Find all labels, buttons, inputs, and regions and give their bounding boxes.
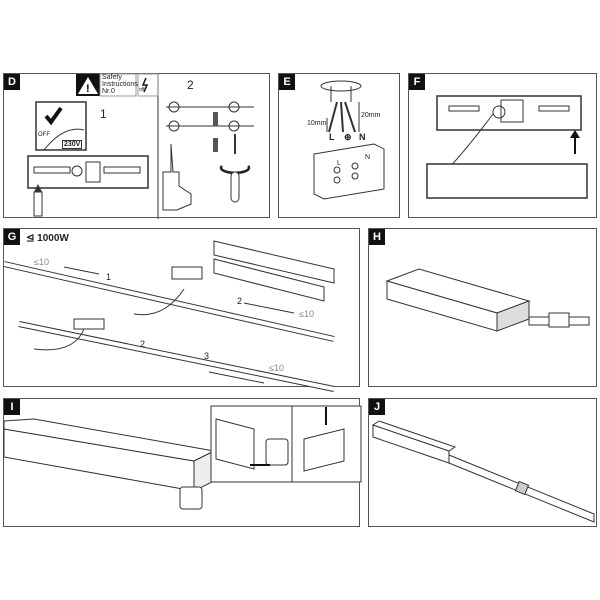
connector-rod-illustration [371, 420, 595, 523]
neutral-label: N [359, 132, 366, 142]
live-label: L [329, 132, 335, 142]
panel-label: G [4, 229, 20, 245]
drill-icon [162, 143, 192, 211]
max-power-value: 1000W [37, 233, 69, 244]
mounting-illustration [426, 95, 588, 199]
off-text: OFF [38, 132, 50, 138]
strip-length-short: 10mm [307, 120, 327, 127]
end-cap-illustration [3, 405, 362, 510]
max-count-1: ≤10 [34, 257, 49, 267]
max-count-2: ≤10 [299, 309, 314, 319]
panel-i: I [3, 398, 362, 527]
step-3: 3 [204, 351, 210, 361]
end-cap [179, 486, 203, 510]
panel-label: J [369, 399, 385, 415]
checkmark-icon [44, 106, 63, 126]
power-off-icon [137, 73, 159, 97]
pencil-icon [33, 191, 43, 217]
max-power: ⊴ 1000W [26, 233, 69, 244]
panel-e: E 10mm 20mm L ⊕ N L N [278, 73, 400, 218]
screwdriver-icon [230, 171, 240, 203]
step-2: 2 [187, 78, 194, 92]
step-2a: 2 [237, 296, 243, 306]
safety-text-1: Safety [102, 74, 122, 81]
panel-f: F [408, 73, 597, 218]
wiring-illustration [313, 80, 385, 200]
earth-icon: ⊕ [344, 132, 352, 142]
terminal-live: L [337, 160, 341, 167]
adapter-illustration [385, 268, 590, 332]
panel-g: G ⊴ 1000W ≤10 1 2 ≤10 2 3 ≤10 [3, 228, 360, 392]
panel-label: H [369, 229, 385, 245]
step-1: 1 [106, 272, 112, 282]
panel-h: H [368, 228, 597, 387]
panel-label: E [279, 74, 295, 90]
terminal-block [313, 143, 385, 200]
panel-label: I [4, 399, 20, 415]
safety-ref: Nr.0 [102, 88, 115, 95]
off-label: off [139, 87, 145, 93]
strip-length-long: 20mm [361, 112, 381, 119]
terminal-neutral: N [365, 154, 371, 161]
max-count-3: ≤10 [269, 363, 284, 373]
panel-j: J [368, 398, 597, 527]
panel-d: D ! Safety Instructions Nr.0 off 1 2 OF [3, 73, 270, 219]
panel-label: F [409, 74, 425, 90]
step-1: 1 [100, 107, 107, 121]
panel-label: D [4, 74, 20, 90]
wall-plug-icon [213, 112, 218, 126]
svg-text:!: ! [86, 83, 90, 95]
mounting-illustration: ! [27, 73, 254, 219]
step-2b: 2 [140, 339, 146, 349]
safety-text-2: Instructions [102, 81, 138, 88]
track-cover [426, 163, 588, 199]
track-layout-illustration [3, 240, 335, 392]
voltage-label: 230V [62, 140, 83, 149]
